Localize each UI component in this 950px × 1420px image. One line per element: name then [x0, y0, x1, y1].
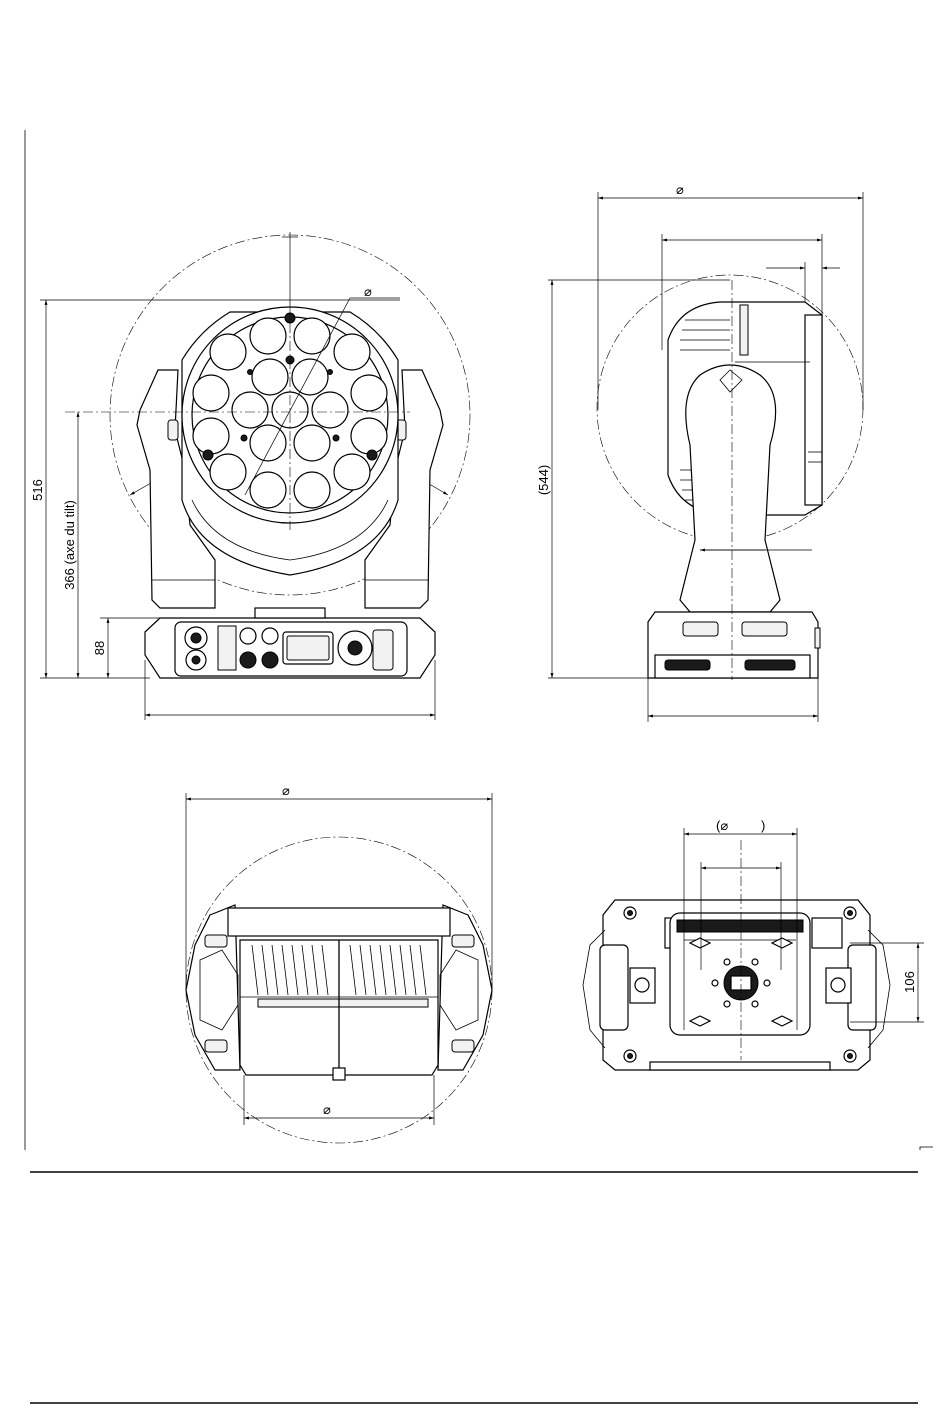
- front-tilt-axis-label: 366 (axe du tilt): [62, 500, 77, 590]
- frame-corner-mark: [920, 1147, 933, 1150]
- top-swing-diameter-label: ⌀: [282, 783, 290, 798]
- bottom-mount-diameter-close-label: ): [761, 818, 765, 833]
- bottom-depth-label: 106: [902, 971, 917, 993]
- bottom-view: (⌀ ) 106: [583, 818, 924, 1070]
- side-swing-diameter-label: ⌀: [676, 182, 684, 197]
- bottom-mount-diameter-open-label: (⌀: [716, 818, 728, 833]
- top-head-diameter-label: ⌀: [323, 1102, 331, 1117]
- front-total-height-label: 516: [30, 479, 45, 501]
- side-yoke-arm: [680, 365, 780, 612]
- top-view: ⌀ ⌀: [186, 783, 492, 1143]
- side-height-label: (544): [536, 465, 551, 495]
- front-lens-diameter-label: ⌀: [364, 284, 372, 299]
- front-view: ⌀ 516 366 (axe du tilt) 88: [30, 232, 470, 720]
- front-base-height-label: 88: [92, 641, 107, 655]
- side-view: ⌀ (544): [536, 182, 863, 722]
